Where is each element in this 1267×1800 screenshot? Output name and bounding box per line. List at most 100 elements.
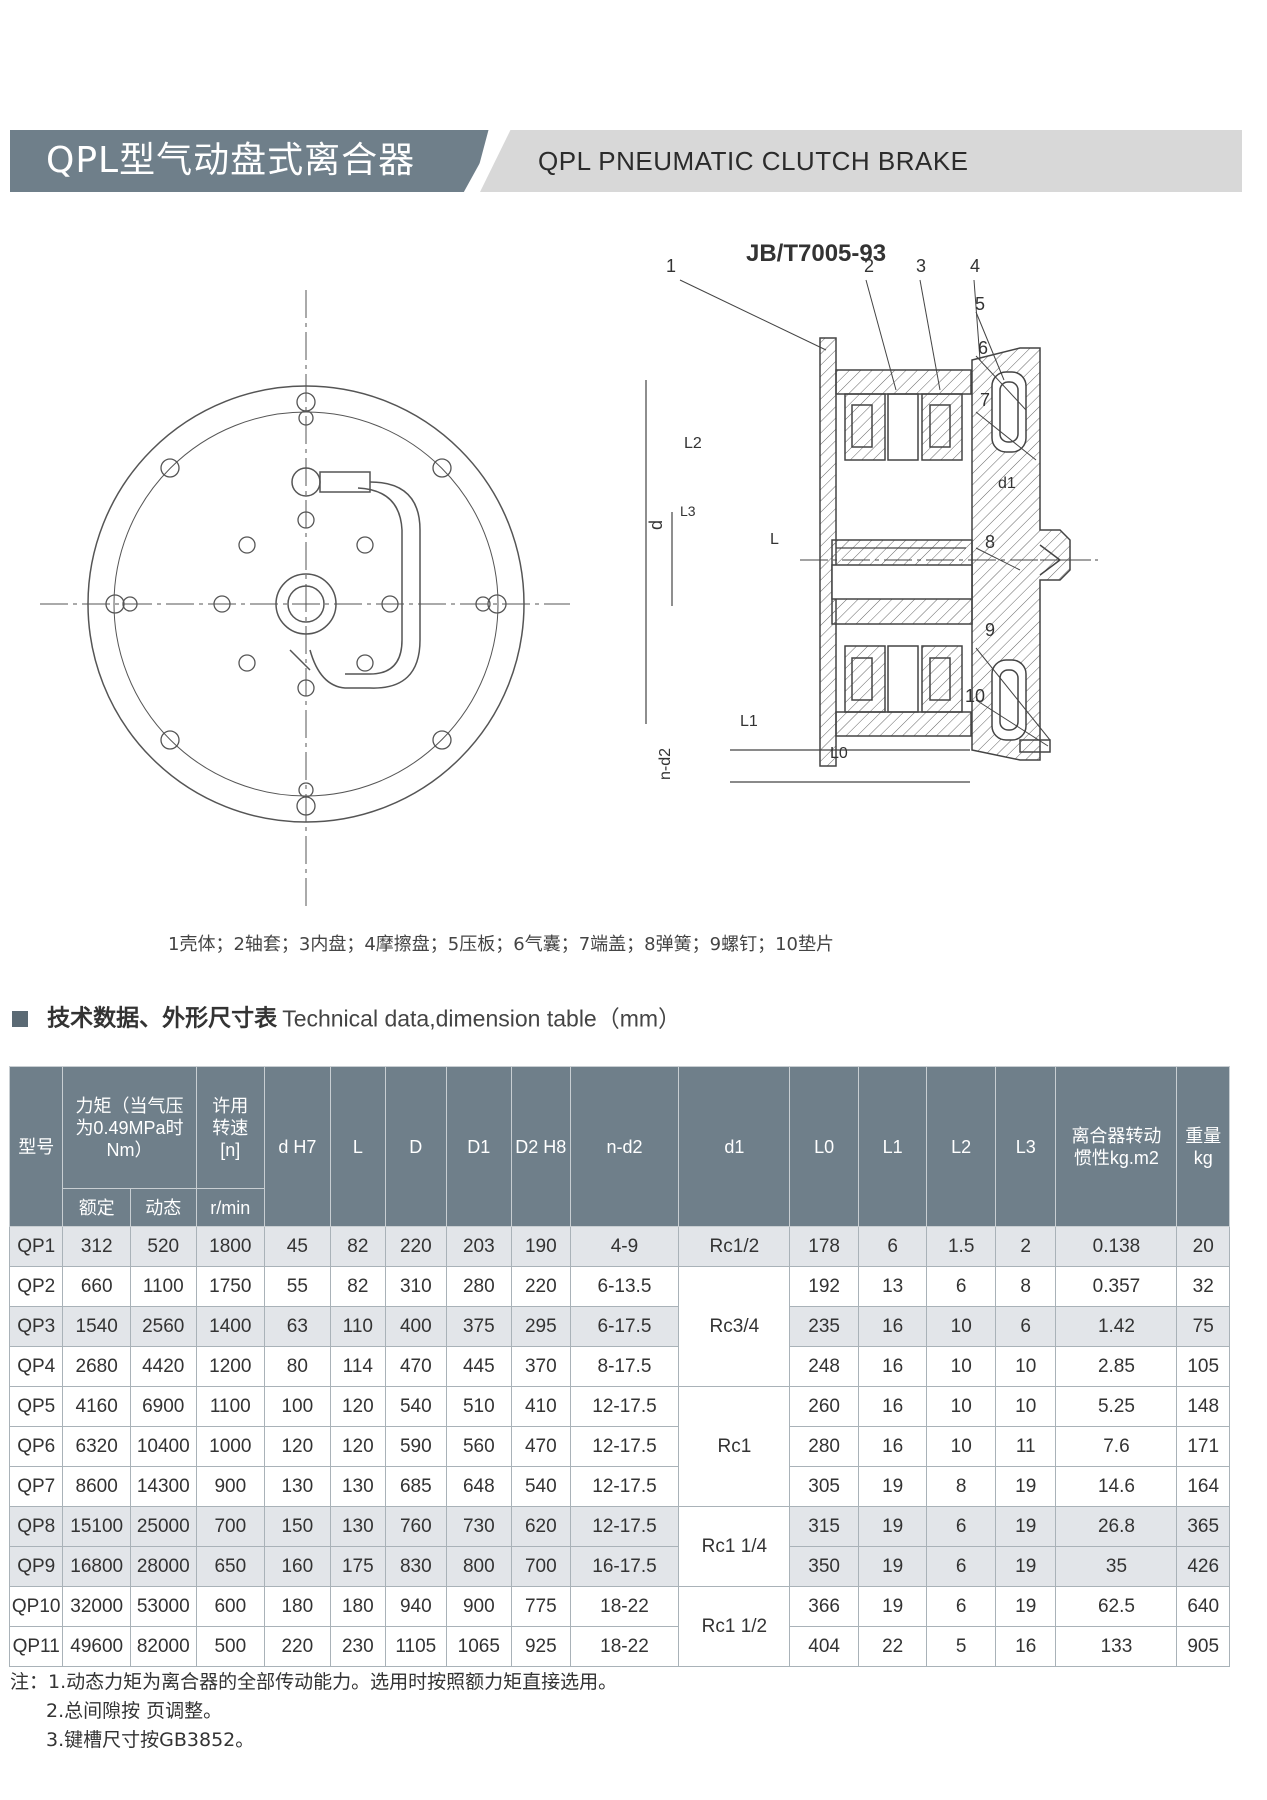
col-D1: D1 <box>445 1066 513 1227</box>
svg-text:7: 7 <box>980 390 990 410</box>
table-cell: 620 <box>511 1506 571 1547</box>
svg-text:d: d <box>646 520 666 530</box>
table-cell: 375 <box>445 1306 513 1347</box>
col-L1: L1 <box>857 1066 928 1227</box>
table-cell: 10 <box>926 1346 996 1387</box>
table-cell: 905 <box>1176 1626 1230 1667</box>
table-cell: 75 <box>1176 1306 1230 1347</box>
table-cell: 19 <box>994 1586 1057 1627</box>
table-cell: 365 <box>1176 1506 1230 1547</box>
table-cell: 6 <box>926 1586 996 1627</box>
table-cell: 445 <box>445 1346 513 1387</box>
table-cell: 82 <box>329 1266 387 1307</box>
svg-text:3: 3 <box>916 256 926 276</box>
table-cell: 11 <box>994 1426 1057 1467</box>
table-cell: 500 <box>195 1626 266 1667</box>
table-cell: 404 <box>789 1626 859 1667</box>
svg-text:D2: D2 <box>640 507 642 530</box>
table-cell: 1000 <box>195 1426 266 1467</box>
svg-text:1: 1 <box>666 256 676 276</box>
table-cell: 8600 <box>62 1466 131 1507</box>
col-inertia: 离合器转动惯性kg.m2 <box>1055 1066 1178 1227</box>
table-cell: 590 <box>385 1426 447 1467</box>
svg-text:4: 4 <box>970 256 980 276</box>
table-cell: 1105 <box>385 1626 447 1667</box>
section-title-cn: 技术数据、外形尺寸表 <box>47 1005 278 1032</box>
notes: 注：1.动态力矩为离合器的全部传动能力。选用时按照额力矩直接选用。 2.总间隙按… <box>10 1668 617 1755</box>
col-L3: L3 <box>994 1066 1057 1227</box>
col-L2: L2 <box>926 1066 996 1227</box>
table-cell: 171 <box>1176 1426 1230 1467</box>
table-cell: 160 <box>264 1546 331 1587</box>
table-cell: 1200 <box>195 1346 266 1387</box>
table-cell: 53000 <box>129 1586 197 1627</box>
table-cell: 6 <box>926 1506 996 1547</box>
table-cell: 220 <box>264 1626 331 1667</box>
table-cell: 190 <box>511 1226 571 1267</box>
table-cell: 6 <box>926 1266 996 1307</box>
table-cell: 14.6 <box>1055 1466 1178 1507</box>
table-cell: 110 <box>329 1306 387 1347</box>
table-cell: 6320 <box>62 1426 131 1467</box>
table-cell: 426 <box>1176 1546 1230 1587</box>
page-title-cn: QPL型气动盘式离合器 <box>46 140 416 181</box>
table-cell: 130 <box>329 1506 387 1547</box>
model-cell: QP1 <box>8 1226 64 1267</box>
svg-text:n-d2: n-d2 <box>657 748 674 780</box>
col-speed: 许用转速[n] <box>195 1066 266 1189</box>
table-cell: 1100 <box>195 1386 266 1427</box>
table-cell: 312 <box>62 1226 131 1267</box>
model-cell: QP6 <box>8 1426 64 1467</box>
table-cell: 295 <box>511 1306 571 1347</box>
table-cell: 45 <box>264 1226 331 1267</box>
table-cell: 730 <box>445 1506 513 1547</box>
note-3: 3.键槽尺寸按GB3852。 <box>46 1729 255 1751</box>
table-cell: 10400 <box>129 1426 197 1467</box>
model-cell: QP10 <box>8 1586 64 1627</box>
table-cell: 55 <box>264 1266 331 1307</box>
table-cell: 220 <box>511 1266 571 1307</box>
svg-text:L: L <box>770 531 779 548</box>
col-nd2: n-d2 <box>569 1066 680 1227</box>
svg-text:9: 9 <box>985 620 995 640</box>
table-cell: 260 <box>789 1386 859 1427</box>
svg-text:5: 5 <box>975 294 985 314</box>
table-cell: 315 <box>789 1506 859 1547</box>
table-cell: 82000 <box>129 1626 197 1667</box>
table-cell: 10 <box>994 1346 1057 1387</box>
table-cell: 640 <box>1176 1586 1230 1627</box>
table-cell: 32000 <box>62 1586 131 1627</box>
table-cell: 925 <box>511 1626 571 1667</box>
title-banner: QPL型气动盘式离合器 QPL PNEUMATIC CLUTCH BRAKE <box>10 130 1242 192</box>
table-cell: 80 <box>264 1346 331 1387</box>
table-cell: 28000 <box>129 1546 197 1587</box>
svg-text:10: 10 <box>965 686 985 706</box>
table-cell: 19 <box>857 1586 928 1627</box>
table-cell: 6 <box>857 1226 928 1267</box>
table-cell: 230 <box>329 1626 387 1667</box>
table-cell: 180 <box>264 1586 331 1627</box>
table-cell: Rc1 <box>678 1386 791 1507</box>
col-D2: D2 H8 <box>511 1066 571 1227</box>
table-cell: 16 <box>857 1306 928 1347</box>
note-1: 注：1.动态力矩为离合器的全部传动能力。选用时按照额力矩直接选用。 <box>10 1671 618 1693</box>
table-cell: 178 <box>789 1226 859 1267</box>
table-cell: 600 <box>195 1586 266 1627</box>
table-cell: 2680 <box>62 1346 131 1387</box>
table-cell: 105 <box>1176 1346 1230 1387</box>
model-cell: QP8 <box>8 1506 64 1547</box>
table-cell: 12-17.5 <box>569 1506 680 1547</box>
table-cell: Rc1/2 <box>678 1226 791 1267</box>
table-cell: 235 <box>789 1306 859 1347</box>
table-cell: 63 <box>264 1306 331 1347</box>
table-cell: 100 <box>264 1386 331 1427</box>
svg-text:L2: L2 <box>684 435 702 452</box>
svg-text:L3: L3 <box>680 503 696 519</box>
table-cell: 16 <box>857 1346 928 1387</box>
